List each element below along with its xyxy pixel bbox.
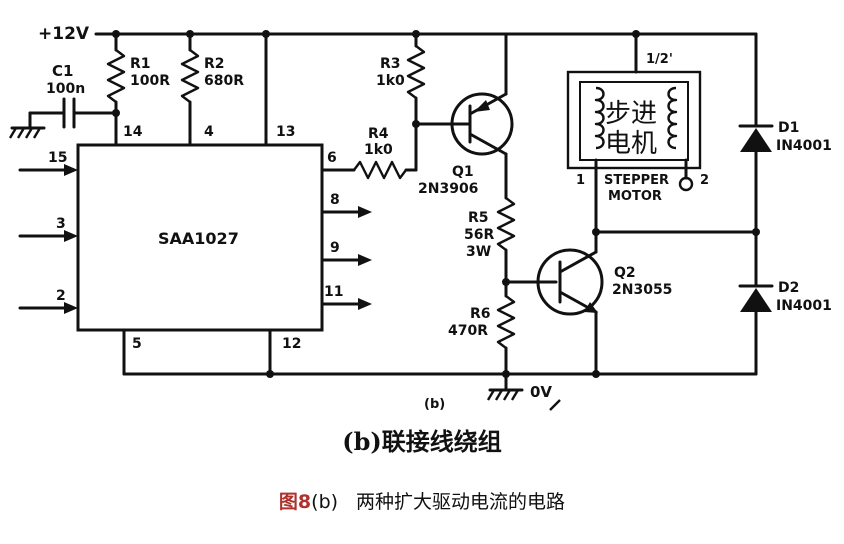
pin15-arrow [64, 164, 78, 176]
r5-name: R5 [468, 210, 489, 226]
junction-d [752, 228, 760, 236]
r4-value: 1k0 [364, 142, 393, 158]
d1-part: IN4001 [776, 138, 832, 154]
q1-emitter-arrow [474, 100, 490, 112]
q1-collector [468, 132, 508, 156]
r5-resistor [496, 197, 516, 251]
r2-name: R2 [204, 56, 225, 72]
d1-name: D1 [778, 120, 799, 136]
ic-pin-12: 12 [282, 336, 301, 352]
ground-hatch [486, 389, 520, 401]
c1-value: 100n [46, 81, 85, 97]
caption-part: (b) [311, 491, 339, 513]
ic-pin-4: 4 [204, 124, 214, 140]
q2-emitter-arrow [584, 302, 598, 313]
ic-pin-13: 13 [276, 124, 295, 140]
r5-power: 3W [466, 244, 491, 260]
r1-resistor [106, 49, 126, 103]
q2-transistor [536, 248, 604, 316]
r6-name: R6 [470, 306, 491, 322]
pin3-arrow [64, 230, 78, 242]
motor-winding-frame [579, 81, 689, 161]
junction-q2-collector [592, 228, 600, 236]
caption-figure-number: 图8 [278, 491, 312, 513]
pin9-arrow [358, 254, 372, 266]
motor-chars-bottom: 电机 [605, 129, 657, 159]
motor-winding-left [594, 86, 605, 150]
junction-c1 [112, 109, 120, 117]
r2-value: 680R [204, 73, 244, 89]
ic-pin-2: 2 [56, 288, 66, 304]
r1-name: R1 [130, 56, 151, 72]
r3-name: R3 [380, 56, 401, 72]
junction-r3 [412, 30, 420, 38]
pin8-arrow [358, 206, 372, 218]
ic-pin-9: 9 [330, 240, 340, 256]
stepper-motor [566, 70, 702, 170]
figure-caption: 图8(b) 两种扩大驱动电流的电路 [0, 487, 844, 514]
supply-label: +12V [38, 24, 90, 44]
r3-value: 1k0 [376, 73, 405, 89]
r4-name: R4 [368, 126, 389, 142]
ic-pin-15: 15 [48, 150, 67, 166]
motor-chars-top: 步进 [605, 99, 657, 129]
pin11-arrow [358, 298, 372, 310]
c1-name: C1 [52, 62, 73, 80]
ic-pin-11: 11 [324, 284, 343, 300]
r4-resistor [353, 160, 407, 180]
junction-gnd-r6 [502, 370, 510, 378]
r3-resistor [406, 45, 426, 99]
c1-ground-hatch [8, 127, 42, 139]
ground-stroke [549, 399, 561, 411]
d2-diode [740, 288, 772, 312]
q1-part: 2N3906 [418, 181, 478, 197]
q1-transistor [450, 92, 514, 156]
motor-pin2: 2 [700, 173, 709, 188]
motor-label-2: MOTOR [608, 189, 662, 204]
junction-gnd-q2 [592, 370, 600, 378]
q2-collector [558, 250, 598, 274]
junction-gnd-pin12 [266, 370, 274, 378]
ic-pin-14: 14 [123, 124, 143, 140]
ic-pin-5: 5 [132, 336, 142, 352]
motor-label-1: STEPPER [604, 173, 669, 188]
motor-tap-label: 1/2' [646, 52, 673, 67]
motor-pin2-terminal [678, 176, 694, 192]
ic-pin-3: 3 [56, 216, 66, 232]
motor-winding-right [667, 86, 678, 150]
ic-saa1027 [76, 143, 324, 332]
q1-name: Q1 [452, 164, 474, 180]
d2-part: IN4001 [776, 298, 832, 314]
ic-pin-8: 8 [330, 192, 340, 208]
q2-name: Q2 [614, 265, 636, 281]
motor-tap-junction [632, 30, 640, 38]
junction-r2 [186, 30, 194, 38]
q2-part: 2N3055 [612, 282, 672, 298]
junction-r4-base [412, 120, 420, 128]
r5-value: 56R [464, 227, 494, 243]
ground-label: 0V [530, 383, 552, 401]
junction-r1 [112, 30, 120, 38]
r2-resistor [180, 49, 200, 103]
d1-diode [740, 128, 772, 152]
subtitle: (b)联接线绕组 [342, 427, 502, 456]
panel-label: (b) [424, 397, 445, 412]
junction-pin13 [262, 30, 270, 38]
pin2-arrow [64, 302, 78, 314]
caption-text: 两种扩大驱动电流的电路 [356, 491, 566, 513]
d2-name: D2 [778, 280, 799, 296]
ic-pin-6: 6 [327, 150, 337, 166]
r6-value: 470R [448, 323, 488, 339]
ic-name: SAA1027 [158, 229, 239, 248]
r1-value: 100R [130, 73, 170, 89]
r6-resistor [496, 295, 516, 349]
motor-pin1: 1 [576, 173, 585, 188]
